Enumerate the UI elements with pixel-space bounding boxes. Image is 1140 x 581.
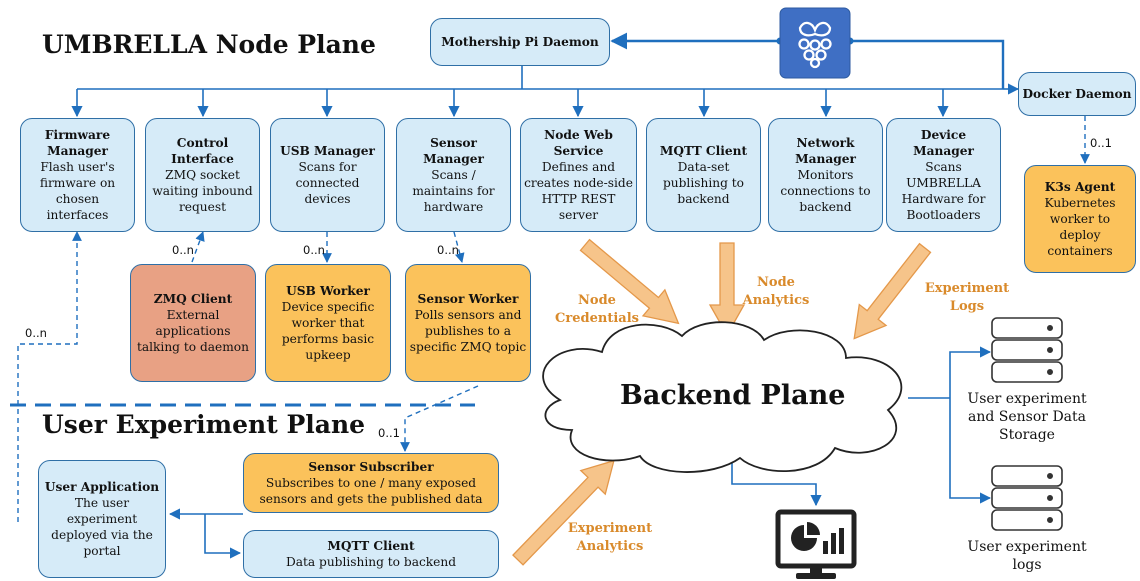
user-plane-links [168,508,243,559]
node-plane-title: UMBRELLA Node Plane [42,30,376,59]
database-icon [991,465,1063,531]
data-storage-label: User experiment and Sensor Data Storage [967,391,1087,443]
box-description: Monitors connections to backend [780,168,871,214]
box-description: Flash user's firmware on chosen interfac… [39,160,116,222]
multiplicity-label: 0..n [25,326,47,340]
box-description: External applications talking to daemon [136,308,249,354]
box-title: USB Worker [286,284,370,298]
backend-links [731,346,992,507]
usb-manager-box: USB Manager Scans for connected devices [270,118,385,232]
sensor-subscriber-box: Sensor Subscriber Subscribes to one / ma… [243,453,499,513]
docker-daemon-box: Docker Daemon [1018,72,1136,116]
mqtt-client-user-box: MQTT Client Data publishing to backend [243,530,499,578]
multiplicity-label: 0..n [303,243,325,257]
box-title: Control Interface [171,136,234,166]
node-bus-lines [71,66,1020,118]
box-title: Network Manager [795,136,856,166]
raspberry-pi-icon [779,7,851,79]
box-title: Docker Daemon [1022,87,1132,101]
box-description: Data publishing to backend [285,555,457,569]
box-description: Scans UMBRELLA Hardware for Bootloaders [901,160,986,222]
box-description: ZMQ socket waiting inbound request [152,168,253,214]
experiment-analytics-label: Experiment Analytics [567,521,653,554]
analytics-monitor-icon [775,509,857,579]
database-icon [991,317,1063,383]
node-analytics-label: Node Analytics [742,275,810,308]
mothership-daemon-box: Mothership Pi Daemon [430,18,610,66]
dashed-links [17,116,1090,522]
control-interface-box: Control Interface ZMQ socket waiting inb… [145,118,260,232]
multiplicity-label: 0..1 [1090,136,1112,150]
multiplicity-label: 0..n [437,243,459,257]
box-title: User Application [44,480,160,494]
box-title: Sensor Manager [423,136,484,166]
box-title: Mothership Pi Daemon [441,35,599,49]
box-title: MQTT Client [659,144,748,158]
firmware-manager-box: Firmware Manager Flash user's firmware o… [20,118,135,232]
network-manager-box: Network Manager Monitors connections to … [768,118,883,232]
usb-worker-box: USB Worker Device specific worker that p… [265,264,391,382]
user-plane-title: User Experiment Plane [42,410,366,439]
box-title: MQTT Client [327,539,415,553]
experiment-logs-arrow [853,242,932,340]
box-title: Firmware Manager [44,128,111,158]
node-credentials-label: Node Credentials [555,293,639,326]
logs-storage-label: User experiment logs [967,539,1087,573]
node-credentials-arrow [579,238,680,325]
sensor-worker-box: Sensor Worker Polls sensors and publishe… [405,264,531,382]
box-title: Sensor Subscriber [308,460,434,474]
multiplicity-label: 0..n [172,243,194,257]
zmq-client-box: ZMQ Client External applications talking… [130,264,256,382]
node-analytics-arrow [708,242,746,337]
k3s-agent-box: K3s Agent Kubernetes worker to deploy co… [1024,165,1136,273]
mqtt-client-node-box: MQTT Client Data-set publishing to backe… [646,118,761,232]
pi-links [610,32,1005,89]
backend-cloud [542,321,903,473]
box-title: Sensor Worker [417,292,519,306]
user-application-box: User Application The user experiment dep… [38,460,166,578]
box-title: ZMQ Client [153,292,233,306]
box-description: Subscribes to one / many exposed sensors… [259,476,483,506]
backend-plane-label: Backend Plane [620,380,846,411]
box-description: Scans for connected devices [295,160,360,206]
box-description: Data-set publishing to backend [662,160,744,206]
experiment-logs-label: Experiment Logs [924,281,1010,314]
box-description: Kubernetes worker to deploy containers [1044,196,1116,258]
box-description: Device specific worker that performs bas… [281,300,375,362]
box-description: Polls sensors and publishes to a specifi… [409,308,527,354]
box-description: The user experiment deployed via the por… [51,496,153,558]
box-title: Device Manager [913,128,974,158]
box-title: USB Manager [280,144,375,158]
box-description: Defines and creates node-side HTTP REST … [524,160,633,222]
multiplicity-label: 0..1 [378,426,400,440]
node-web-service-box: Node Web Service Defines and creates nod… [520,118,637,232]
block-arrows [512,238,932,566]
box-title: K3s Agent [1044,180,1116,194]
device-manager-box: Device Manager Scans UMBRELLA Hardware f… [886,118,1001,232]
box-title: Node Web Service [544,128,613,158]
sensor-manager-box: Sensor Manager Scans / maintains for har… [396,118,511,232]
experiment-analytics-arrow [512,459,615,566]
box-description: Scans / maintains for hardware [412,168,495,214]
